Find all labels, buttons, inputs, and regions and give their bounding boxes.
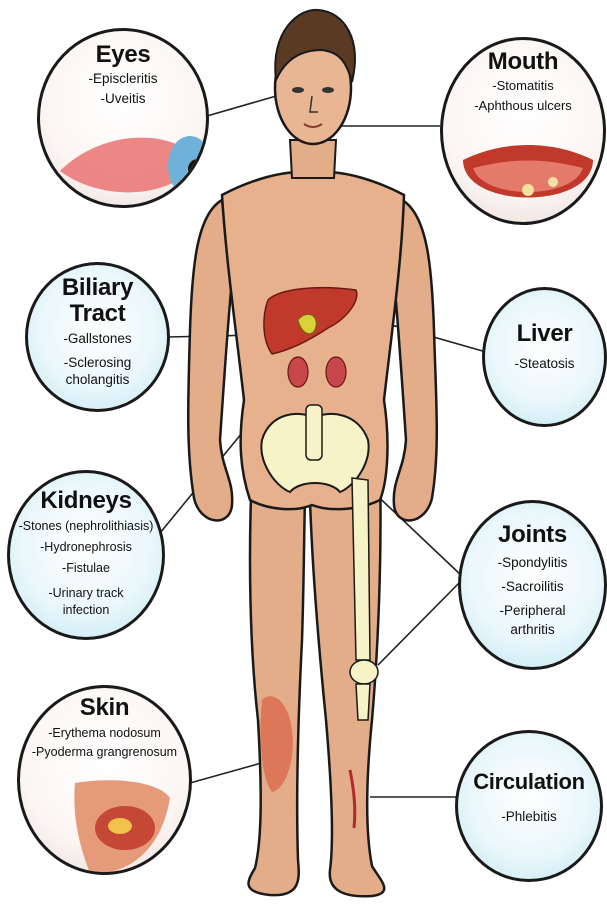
skin-photo [20,688,192,875]
circulation-list: -Phlebitis [458,809,600,829]
kidneys-item: infection [10,603,162,618]
mouth-bubble: Mouth -Stomatitis -Aphthous ulcers [440,37,606,225]
kidneys-list: -Stones (nephrolithiasis) -Hydronephrosi… [10,519,162,620]
biliary-title-line2: Tract [28,301,167,327]
joints-title: Joints [461,521,604,549]
circulation-item: -Phlebitis [458,809,600,825]
joints-item: -Sacroilitis [461,579,604,595]
kidneys-item: -Hydronephrosis [10,540,162,555]
eye-photo [40,31,209,208]
kidneys-bubble: Kidneys -Stones (nephrolithiasis) -Hydro… [7,470,165,640]
joints-bubble: Joints -Spondylitis -Sacroilitis -Periph… [458,500,607,670]
biliary-item: cholangitis [28,372,167,388]
sacrum [306,405,322,460]
right-kidney [326,357,346,387]
kidneys-item: -Fistulae [10,561,162,576]
kidneys-item: -Stones (nephrolithiasis) [10,519,162,534]
skin-bubble: Skin -Erythema nodosum -Pyoderma grangre… [17,685,192,875]
joints-item: -Spondylitis [461,555,604,571]
biliary-bubble: Biliary Tract -Gallstones -Sclerosing ch… [25,262,170,412]
left-kidney [288,357,308,387]
biliary-item: -Gallstones [28,331,167,347]
neck [290,140,336,178]
biliary-title-line1: Biliary [28,275,167,301]
right-eye [322,87,334,93]
circulation-bubble: Circulation -Phlebitis [455,730,603,882]
femur [352,478,370,660]
kidneys-title: Kidneys [10,487,162,515]
joints-item: arthritis [461,622,604,638]
biliary-title: Biliary Tract [28,275,167,327]
eyes-bubble: Eyes -Episcleritis -Uveitis [37,28,209,208]
left-leg [248,470,305,895]
circulation-title: Circulation [458,769,600,795]
liver-list: -Steatosis [485,356,604,376]
liver-title: Liver [485,320,604,348]
right-leg [310,470,384,896]
mouth-photo [443,40,606,225]
joints-list: -Spondylitis -Sacroilitis -Peripheral ar… [461,555,604,642]
joints-item: -Peripheral [461,603,604,619]
biliary-item: -Sclerosing [28,355,167,371]
left-eye [292,87,304,93]
biliary-list: -Gallstones -Sclerosing cholangitis [28,331,167,393]
liver-item: -Steatosis [485,356,604,372]
liver-bubble: Liver -Steatosis [482,287,607,427]
tibia [356,684,370,720]
knee [350,660,378,684]
connector-joints-knee [378,580,462,665]
kidneys-item: -Urinary track [10,586,162,601]
